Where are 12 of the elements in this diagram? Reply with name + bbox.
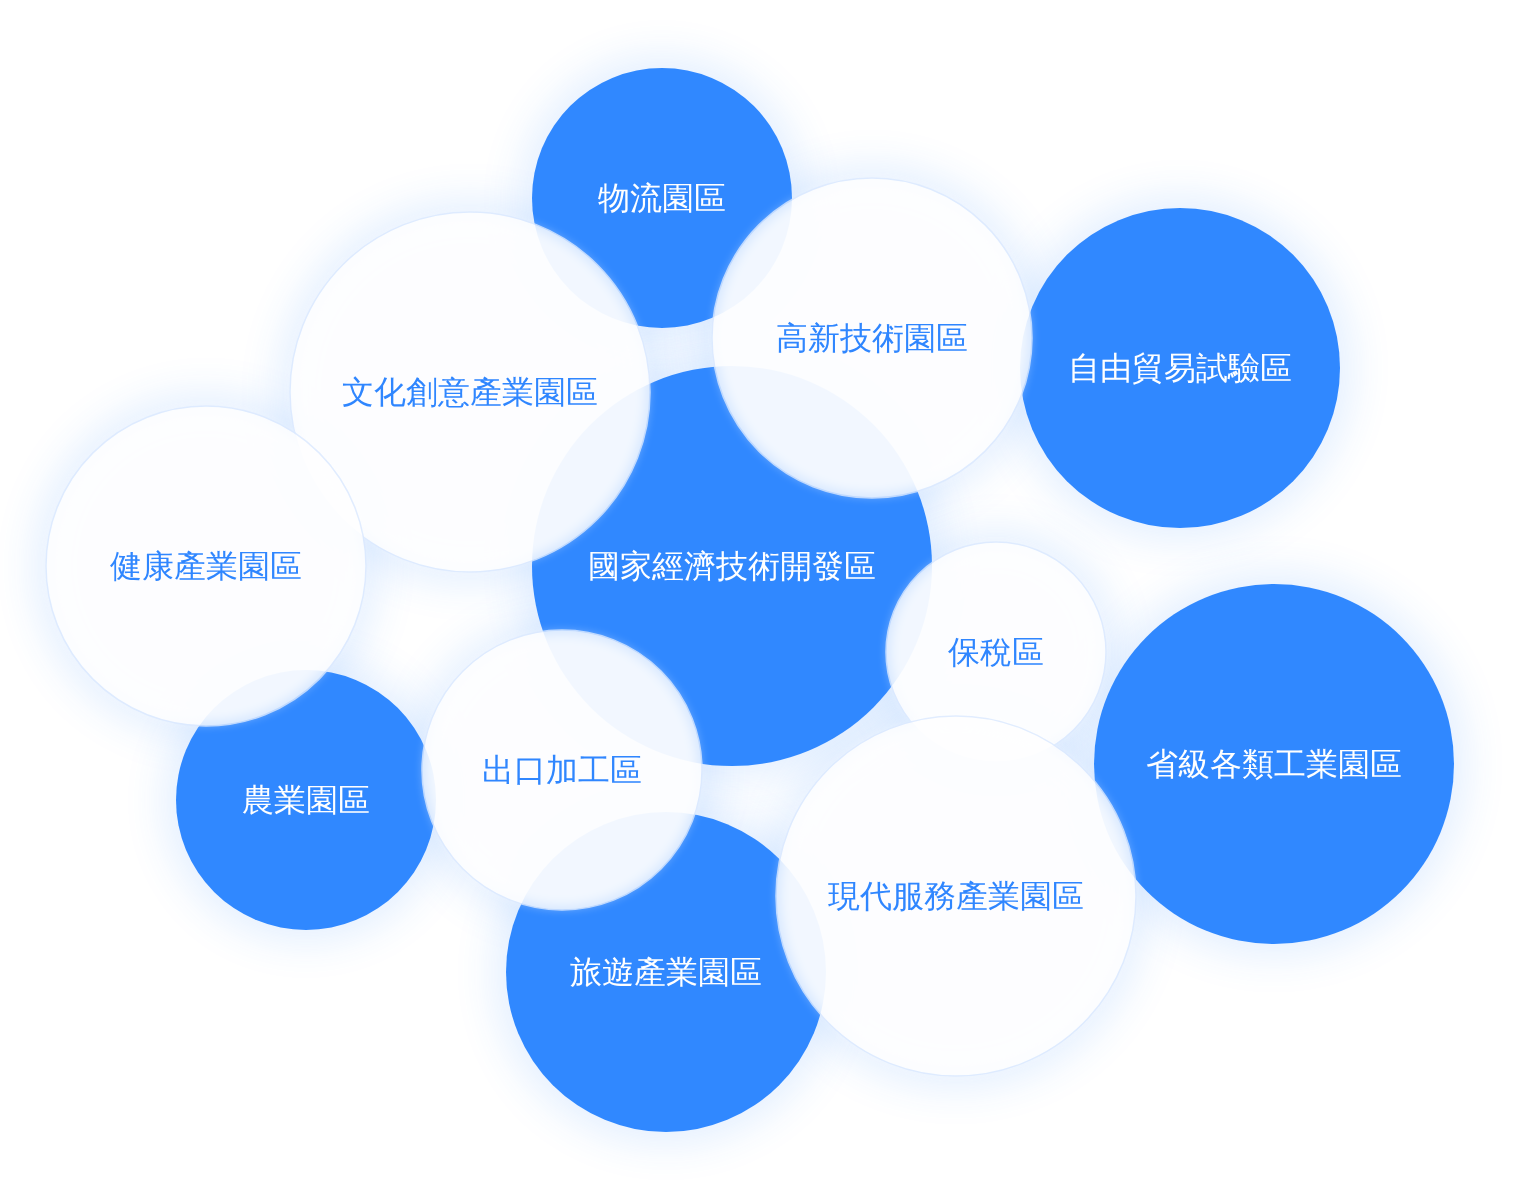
circle-label: 自由貿易試驗區 bbox=[1068, 348, 1292, 388]
circle-label: 健康產業園區 bbox=[110, 546, 302, 586]
circle-label: 物流園區 bbox=[598, 178, 726, 218]
circle-label: 現代服務產業園區 bbox=[828, 876, 1084, 916]
circle-label: 農業園區 bbox=[242, 780, 370, 820]
circle-label: 省級各類工業園區 bbox=[1146, 744, 1402, 784]
circle-label: 國家經濟技術開發區 bbox=[588, 546, 876, 586]
circle-label: 文化創意產業園區 bbox=[342, 372, 598, 412]
circle-label: 高新技術園區 bbox=[776, 318, 968, 358]
circle-label: 出口加工區 bbox=[482, 750, 642, 790]
circle-label: 旅遊產業園區 bbox=[570, 952, 762, 992]
circle-label: 保稅區 bbox=[948, 632, 1044, 672]
